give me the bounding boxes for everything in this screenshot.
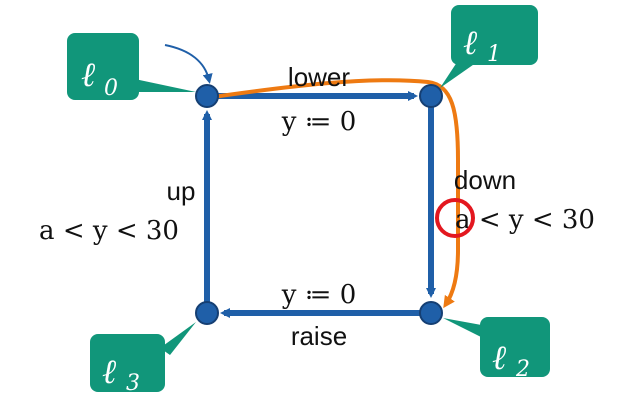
edge-bottom-action: raise <box>291 321 347 351</box>
guard-highlight-circle <box>435 198 475 238</box>
svg-text:0: 0 <box>104 76 118 101</box>
svg-text:ℓ: ℓ <box>492 338 506 378</box>
node-l2 <box>419 301 443 325</box>
svg-text:2: 2 <box>515 357 530 382</box>
location-callout-l0: ℓ 0 <box>67 33 196 101</box>
initial-arrow <box>164 44 213 84</box>
trace-path <box>212 78 460 309</box>
svg-text:ℓ: ℓ <box>102 352 116 392</box>
svg-text:ℓ: ℓ <box>463 23 477 63</box>
node-l3 <box>195 301 219 325</box>
edge-left-action: up <box>167 176 196 206</box>
location-callout-l1: ℓ 1 <box>440 5 538 88</box>
edge-bottom-update: y ≔ 0 <box>281 280 357 310</box>
svg-text:1: 1 <box>487 42 501 67</box>
edge-left-guard: a < y < 30 <box>39 216 179 246</box>
location-callout-l3: ℓ 3 <box>90 322 196 396</box>
edge-top-action: lower <box>288 62 350 92</box>
svg-text:ℓ: ℓ <box>81 55 95 95</box>
node-l0 <box>195 84 219 108</box>
node-l1 <box>419 84 443 108</box>
edge-top-update: y ≔ 0 <box>281 107 357 137</box>
location-callout-l2: ℓ 2 <box>443 317 550 382</box>
edge-right-guard: a < y < 30 <box>455 205 595 235</box>
edge-right-action: down <box>454 165 516 195</box>
svg-text:3: 3 <box>126 371 140 396</box>
